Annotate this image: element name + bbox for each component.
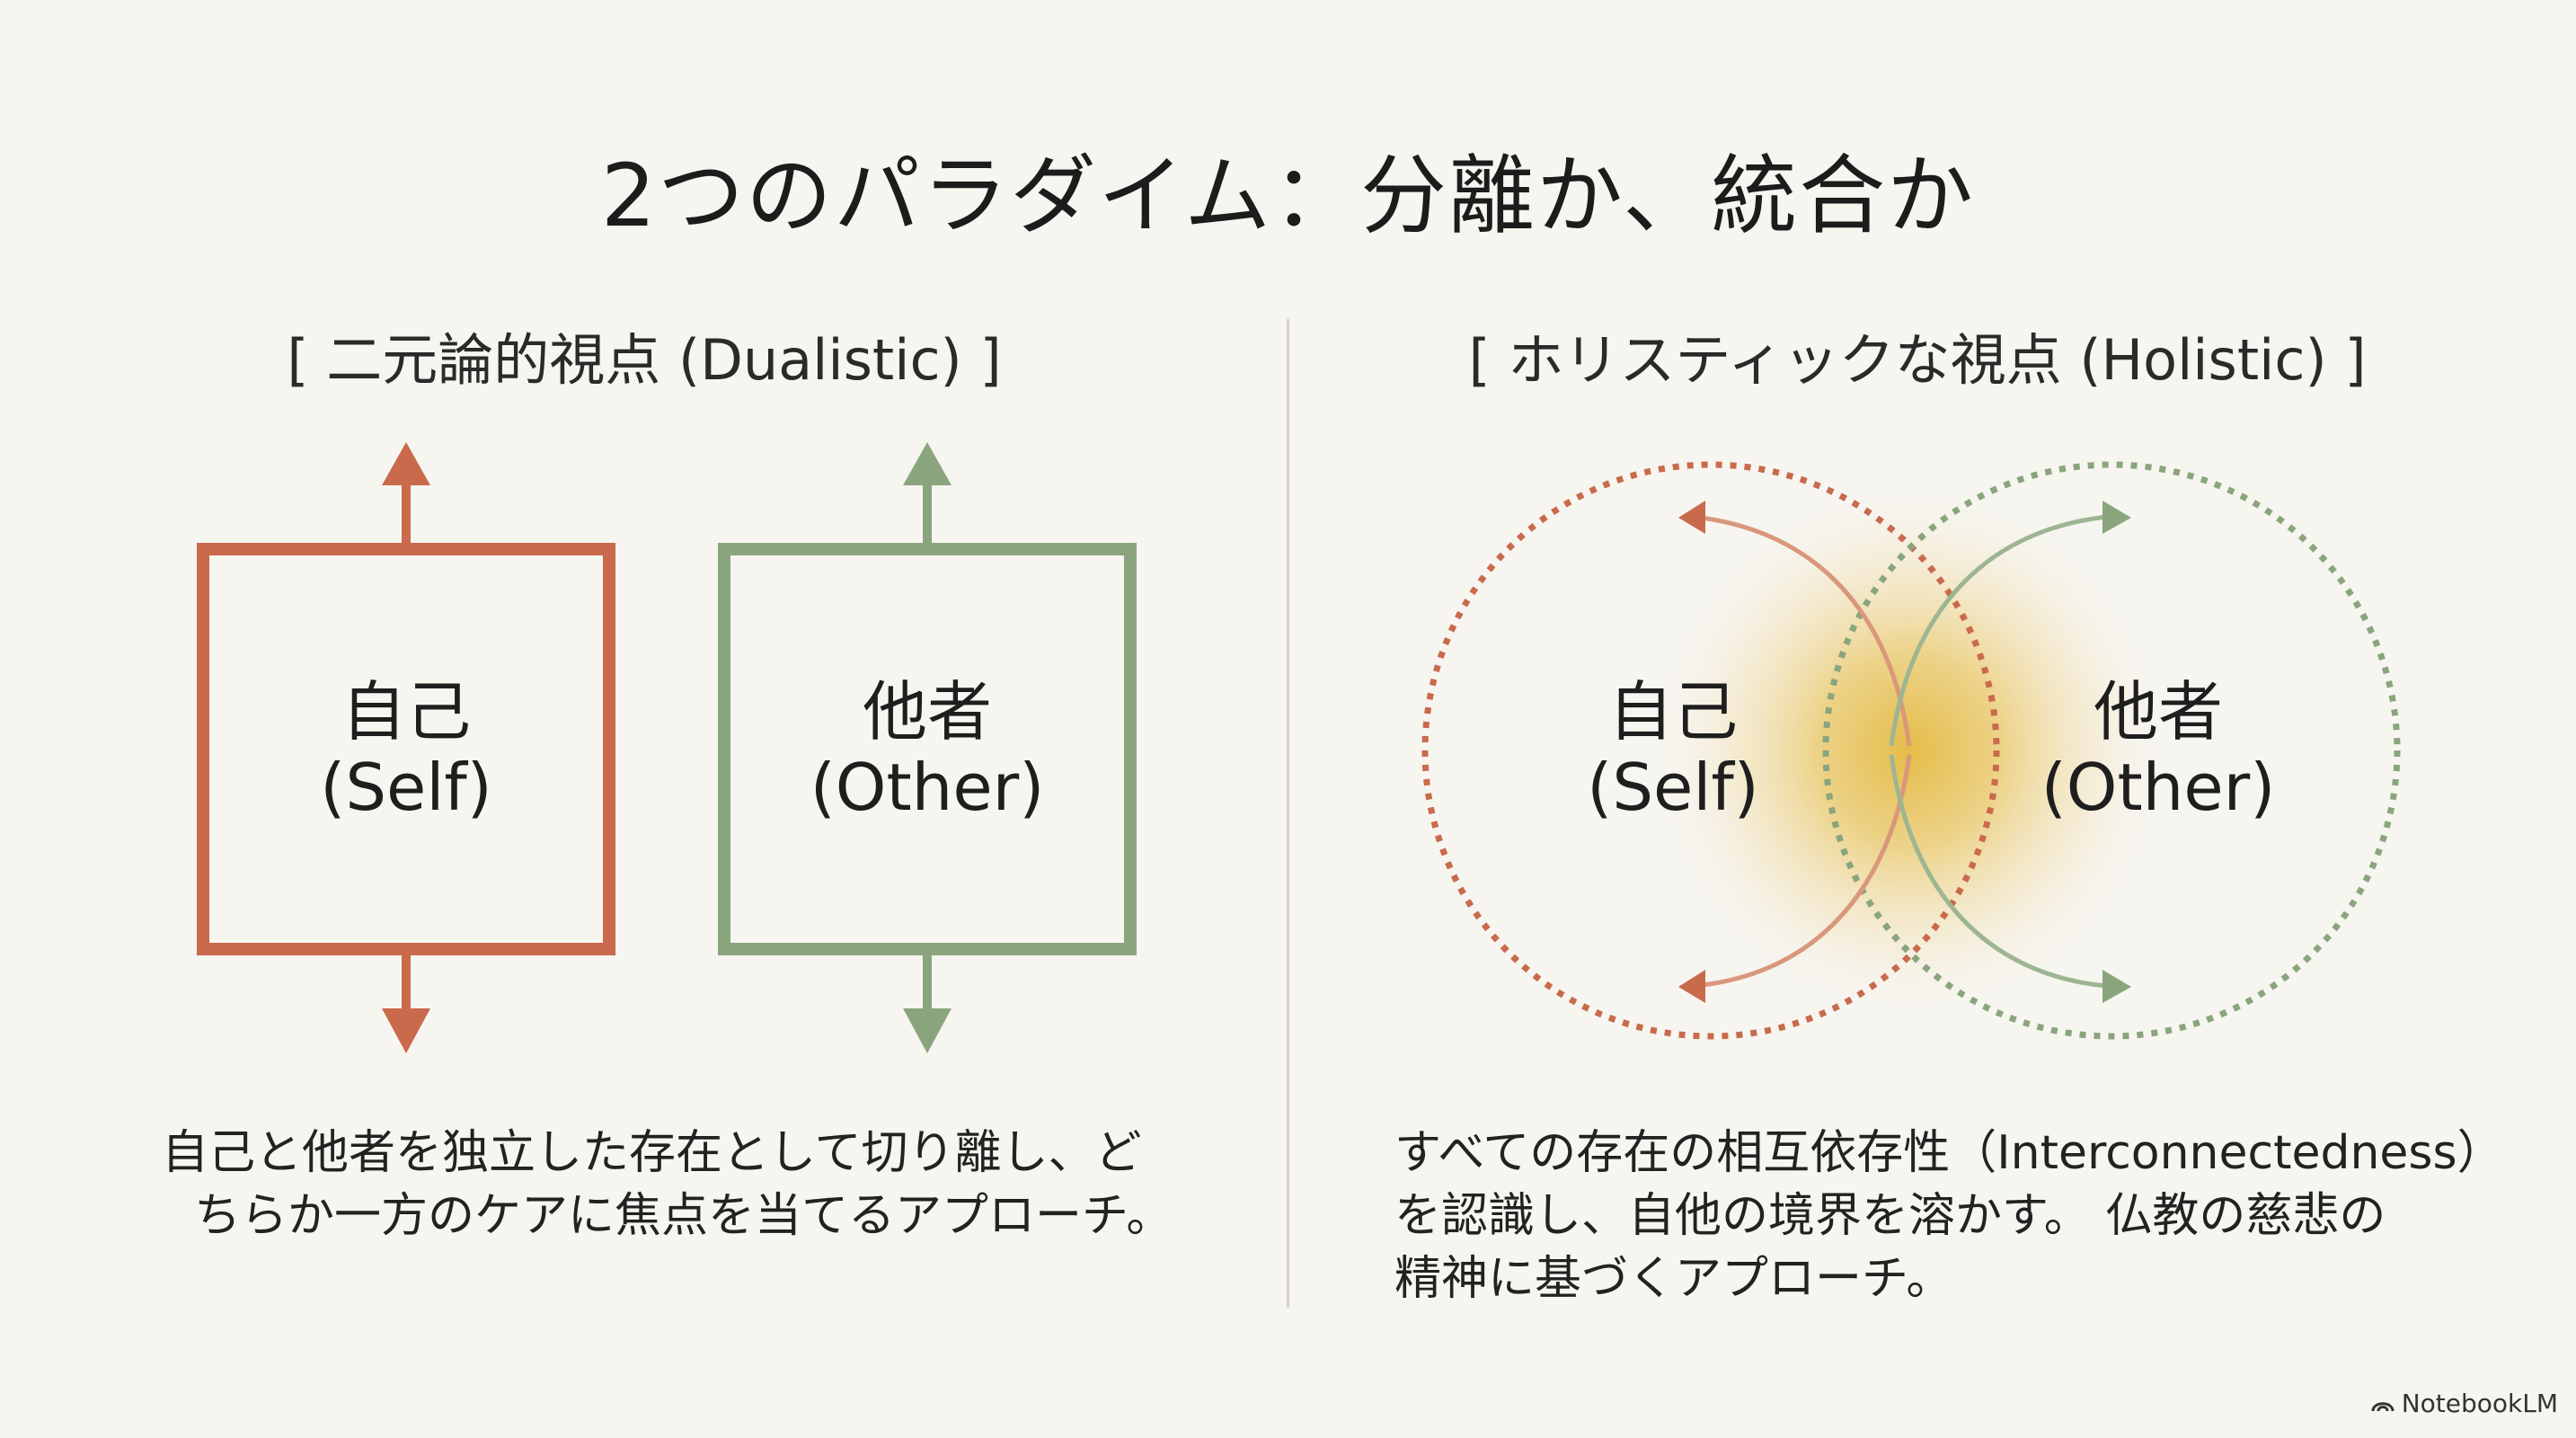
other-label-en: (Other) [810, 750, 1045, 825]
holistic-description-line: すべての存在の相互依存性（Interconnectedness） [1394, 1126, 2504, 1180]
overlap-glow [1649, 481, 2170, 1020]
self-arc-bottom [1693, 754, 1912, 989]
other-arc-top-arrowhead [2102, 501, 2131, 534]
watermark-text: NotebookLM [2401, 1389, 2558, 1418]
panel-divider [1287, 319, 1289, 1308]
self-label-jp: 自己 [1607, 674, 1738, 750]
self-up-arrowhead [382, 442, 430, 485]
holistic-description-line: を認識し、自他の境界を溶かす。 仏教の慈悲の [1394, 1189, 2386, 1243]
other-arc-bottom-arrowhead [2102, 970, 2131, 1003]
self-box-group [197, 442, 615, 1053]
other-box-group [718, 442, 1137, 1053]
dualistic-other-label: 他者 (Other) [748, 674, 1107, 825]
self-down-arrowhead [382, 1008, 430, 1053]
dualistic-description-line: ちらか一方のケアに焦点を当てるアプローチ。 [194, 1189, 1173, 1243]
other-arc-bottom [1889, 754, 2108, 989]
notebooklm-logo-icon [2371, 1401, 2395, 1411]
dualistic-heading: [ 二元論的視点 (Dualistic) ] [287, 327, 1002, 393]
self-arc-bottom-arrowhead [1678, 970, 1705, 1003]
holistic-description-line: 精神に基づくアプローチ。 [1394, 1252, 1953, 1306]
notebooklm-watermark: NotebookLM [2371, 1389, 2558, 1418]
holistic-heading: [ ホリスティックな視点 (Holistic) ] [1468, 327, 2367, 393]
other-label-jp: 他者 [2093, 674, 2223, 750]
holistic-group [1421, 461, 2401, 1040]
other-label-jp: 他者 [862, 674, 992, 750]
self-label-jp: 自己 [341, 674, 471, 750]
other-up-arrowhead [903, 442, 952, 485]
page-title: 2つのパラダイム：分離か、統合か [600, 146, 1976, 246]
other-box [718, 543, 1137, 955]
self-label-en: (Self) [320, 750, 492, 825]
self-arc-top-arrowhead [1678, 501, 1705, 534]
self-arc-top [1693, 514, 1912, 747]
other-circle [1822, 461, 2401, 1040]
dualistic-description: 自己と他者を独立した存在として切り離し、ど ちらか一方のケアに焦点を当てるアプロ… [162, 1122, 1195, 1247]
holistic-other-label: 他者 (Other) [1978, 674, 2338, 825]
holistic-description: すべての存在の相互依存性（Interconnectedness） を認識し、自他… [1394, 1122, 2504, 1310]
other-arc-top [1889, 514, 2108, 747]
dualistic-self-label: 自己 (Self) [226, 674, 586, 825]
self-box [197, 543, 615, 955]
dualistic-description-line: 自己と他者を独立した存在として切り離し、ど [162, 1126, 1142, 1180]
other-label-en: (Other) [2040, 750, 2276, 825]
holistic-self-label: 自己 (Self) [1493, 674, 1853, 825]
other-down-arrowhead [903, 1008, 952, 1053]
self-circle [1421, 461, 2000, 1040]
self-label-en: (Self) [1587, 750, 1759, 825]
